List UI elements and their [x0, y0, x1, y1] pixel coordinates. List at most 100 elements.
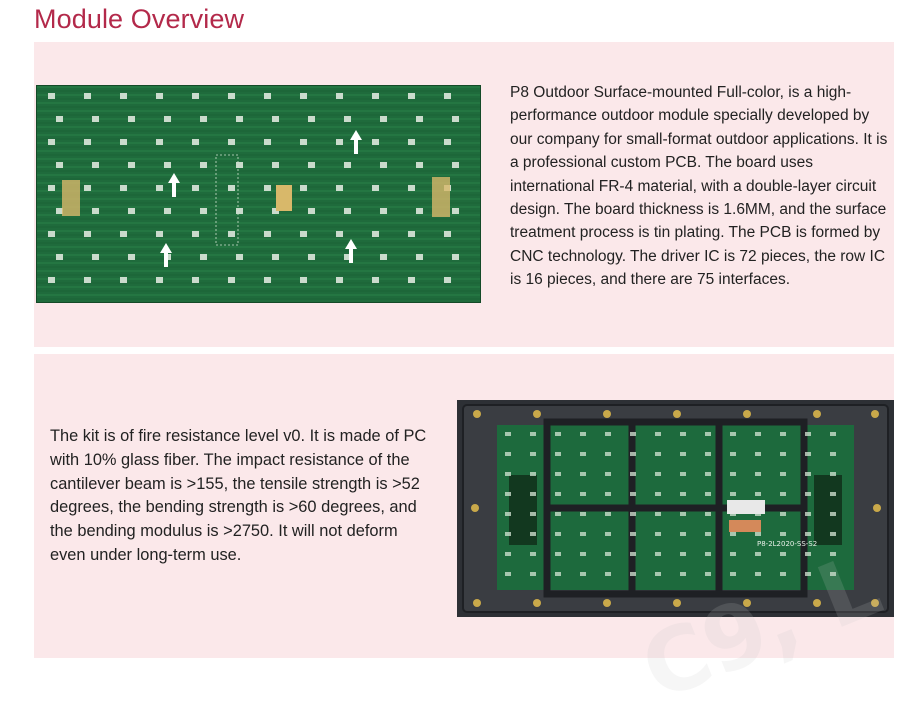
pcb-component	[780, 572, 786, 576]
pcb-component	[630, 432, 636, 436]
pcb-component	[128, 254, 135, 260]
pcb-component	[228, 185, 235, 191]
pcb-component	[164, 208, 171, 214]
pcb-component	[830, 472, 836, 476]
pcb-component	[805, 512, 811, 516]
pcb-component	[830, 572, 836, 576]
pcb-component	[680, 552, 686, 556]
pcb-component	[555, 452, 561, 456]
screw-hole	[473, 410, 481, 418]
pcb-component	[680, 452, 686, 456]
pcb-component	[630, 532, 636, 536]
pcb-component	[56, 208, 63, 214]
pcb-component	[264, 139, 271, 145]
pcb-component	[236, 162, 243, 168]
pcb-component	[84, 139, 91, 145]
pcb-board-image	[36, 85, 481, 303]
pcb-component	[236, 208, 243, 214]
pcb-component	[92, 254, 99, 260]
pcb-component	[705, 492, 711, 496]
pcb-component	[805, 552, 811, 556]
pcb-component	[680, 432, 686, 436]
pcb-component	[372, 93, 379, 99]
pcb-component	[192, 231, 199, 237]
pcb-component	[730, 492, 736, 496]
pcb-component	[755, 492, 761, 496]
pcb-component	[192, 185, 199, 191]
pcb-component	[505, 472, 511, 476]
pcb-component	[56, 162, 63, 168]
pcb-component	[705, 432, 711, 436]
pcb-component	[192, 277, 199, 283]
pcb-component	[780, 552, 786, 556]
pcb-component	[156, 277, 163, 283]
screw-hole	[673, 599, 681, 607]
pcb-component	[308, 116, 315, 122]
pcb-component	[605, 552, 611, 556]
pcb-component	[84, 93, 91, 99]
pcb-component	[416, 116, 423, 122]
pcb-component	[655, 472, 661, 476]
pcb-component	[308, 208, 315, 214]
pcb-component	[452, 162, 459, 168]
pcb-component	[580, 572, 586, 576]
pcb-component	[272, 254, 279, 260]
pcb-component	[605, 532, 611, 536]
pcb-component	[300, 277, 307, 283]
pcb-component	[530, 512, 536, 516]
pcb-component	[300, 231, 307, 237]
pcb-component	[755, 452, 761, 456]
pcb-component	[84, 277, 91, 283]
pcb-description: P8 Outdoor Surface-mounted Full-color, i…	[510, 84, 888, 289]
pcb-component	[120, 277, 127, 283]
pcb-component	[505, 432, 511, 436]
pcb-component	[308, 254, 315, 260]
pcb-component	[228, 93, 235, 99]
pcb-component	[192, 93, 199, 99]
screw-hole	[743, 410, 751, 418]
pcb-component	[505, 492, 511, 496]
kit-description: The kit is of fire resistance level v0. …	[50, 427, 427, 564]
pcb-component	[156, 93, 163, 99]
pcb-component	[192, 139, 199, 145]
pcb-component	[264, 231, 271, 237]
pcb-component	[84, 231, 91, 237]
pcb-component	[780, 452, 786, 456]
pcb-component	[805, 432, 811, 436]
pcb-component	[655, 492, 661, 496]
pcb-component	[505, 552, 511, 556]
pcb-component	[780, 432, 786, 436]
pcb-component	[48, 93, 55, 99]
pcb-component	[630, 512, 636, 516]
pcb-component	[416, 254, 423, 260]
pcb-component	[580, 552, 586, 556]
pcb-component	[580, 432, 586, 436]
pcb-component	[805, 452, 811, 456]
pcb-component	[780, 472, 786, 476]
pcb-component	[372, 277, 379, 283]
pcb-component	[372, 185, 379, 191]
pcb-component	[128, 162, 135, 168]
pcb-component	[200, 116, 207, 122]
pcb-component	[630, 452, 636, 456]
pcb-component	[755, 572, 761, 576]
pcb-component	[580, 452, 586, 456]
pcb-component	[730, 472, 736, 476]
pcb-component	[56, 116, 63, 122]
pcb-component	[780, 532, 786, 536]
pcb-component	[300, 185, 307, 191]
pcb-component	[630, 492, 636, 496]
pcb-component	[228, 231, 235, 237]
pcb-component	[344, 116, 351, 122]
screw-hole	[871, 410, 879, 418]
pcb-component	[336, 231, 343, 237]
pcb-component	[452, 254, 459, 260]
pcb-component	[416, 208, 423, 214]
pcb-component	[730, 532, 736, 536]
pcb-component	[200, 162, 207, 168]
pcb-component	[755, 432, 761, 436]
screw-hole	[533, 410, 541, 418]
pcb-component	[530, 432, 536, 436]
pcb-component	[92, 116, 99, 122]
pcb-component	[444, 139, 451, 145]
